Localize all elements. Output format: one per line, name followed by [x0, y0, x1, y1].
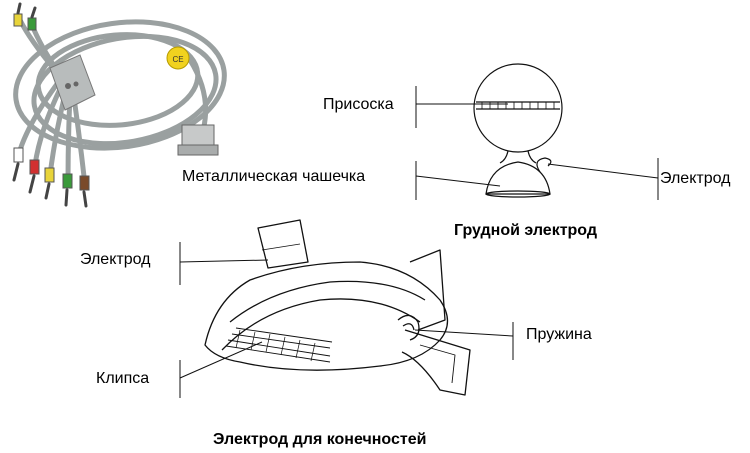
caption-chest-electrode: Грудной электрод — [454, 222, 598, 239]
leader-lines — [179, 86, 659, 398]
label-suction-bulb: Присоска — [323, 96, 394, 113]
caption-limb-electrode: Электрод для конечностей — [213, 431, 427, 448]
label-metal-cup: Металлическая чашечка — [182, 168, 366, 185]
chest-electrode-drawing — [473, 63, 563, 198]
limb-electrode-drawing — [204, 219, 471, 396]
label-spring: Пружина — [526, 326, 592, 343]
svg-text:CE: CE — [172, 55, 183, 64]
label-limb-electrode: Электрод — [80, 251, 151, 268]
label-clip: Клипса — [96, 370, 150, 387]
ecg-cable-illustration: CE — [12, 2, 227, 208]
label-chest-electrode: Электрод — [660, 170, 731, 187]
